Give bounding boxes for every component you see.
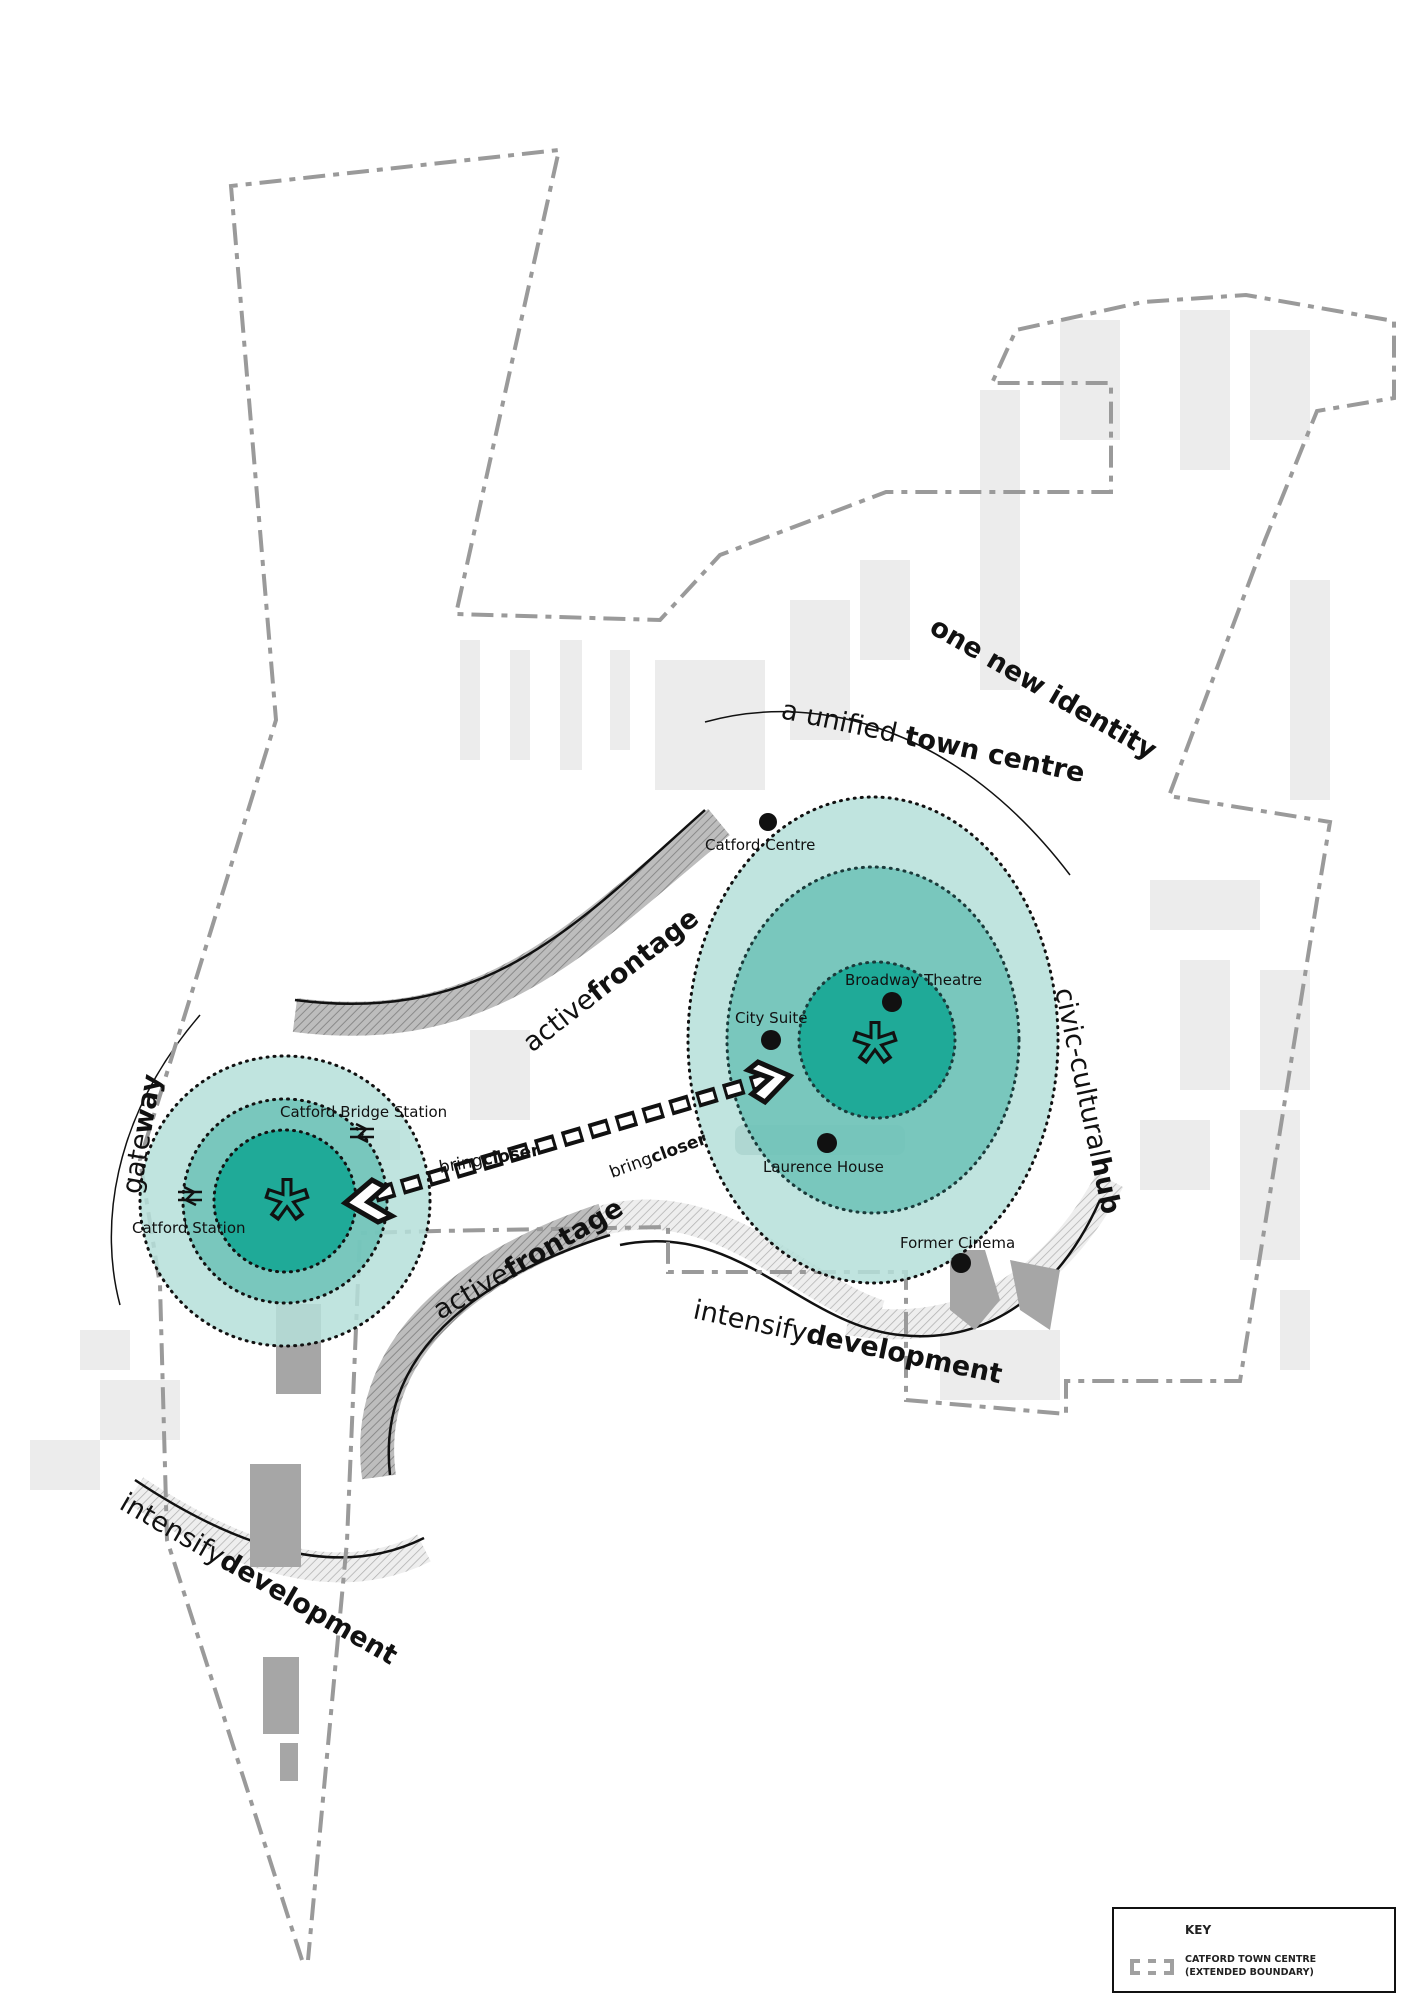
label-bring-closer-left: bringcloser — [437, 1140, 541, 1177]
label-catford-bridge-station: Catford Bridge Station — [280, 1103, 447, 1121]
map-key: KEY CATFORD TOWN CENTRE (EXTENDED BOUNDA… — [1112, 1907, 1396, 1993]
label-former-cinema: Former Cinema — [900, 1234, 1015, 1252]
label-laurence-house: Laurence House — [763, 1158, 884, 1176]
label-bring-closer-right: bringcloser — [607, 1129, 710, 1183]
label-unified-town-centre: a unified town centre — [779, 695, 1088, 790]
city-suite-dot — [761, 1030, 781, 1050]
former-cinema-dot — [951, 1253, 971, 1273]
key-title: KEY — [1185, 1923, 1212, 1937]
key-item-boundary: CATFORD TOWN CENTRE (EXTENDED BOUNDARY) — [1185, 1953, 1316, 1979]
national-rail-icon — [178, 1185, 202, 1207]
label-broadway-theatre: Broadway Theatre — [845, 971, 982, 989]
place-markers — [759, 813, 971, 1273]
key-label-line2: (EXTENDED BOUNDARY) — [1185, 1967, 1314, 1978]
label-catford-centre: Catford Centre — [705, 836, 815, 854]
broadway-theatre-dot — [882, 992, 902, 1012]
label-civic-cultural-hub: civic-culturalhub — [1048, 985, 1126, 1217]
label-catford-station: Catford Station — [132, 1219, 246, 1237]
label-active-frontage-lower: activefrontage — [428, 1192, 629, 1326]
label-city-suite: City Suite — [735, 1009, 807, 1027]
catford-centre-dot — [759, 813, 777, 831]
key-label-line1: CATFORD TOWN CENTRE — [1185, 1954, 1317, 1965]
boundary-symbol-icon — [1130, 1959, 1174, 1975]
laurence-house-dot — [817, 1133, 837, 1153]
national-rail-icon — [350, 1122, 374, 1144]
asterisk-icon — [264, 1178, 310, 1222]
bring-closer-arrow — [340, 1059, 795, 1225]
asterisk-icon — [852, 1021, 898, 1065]
